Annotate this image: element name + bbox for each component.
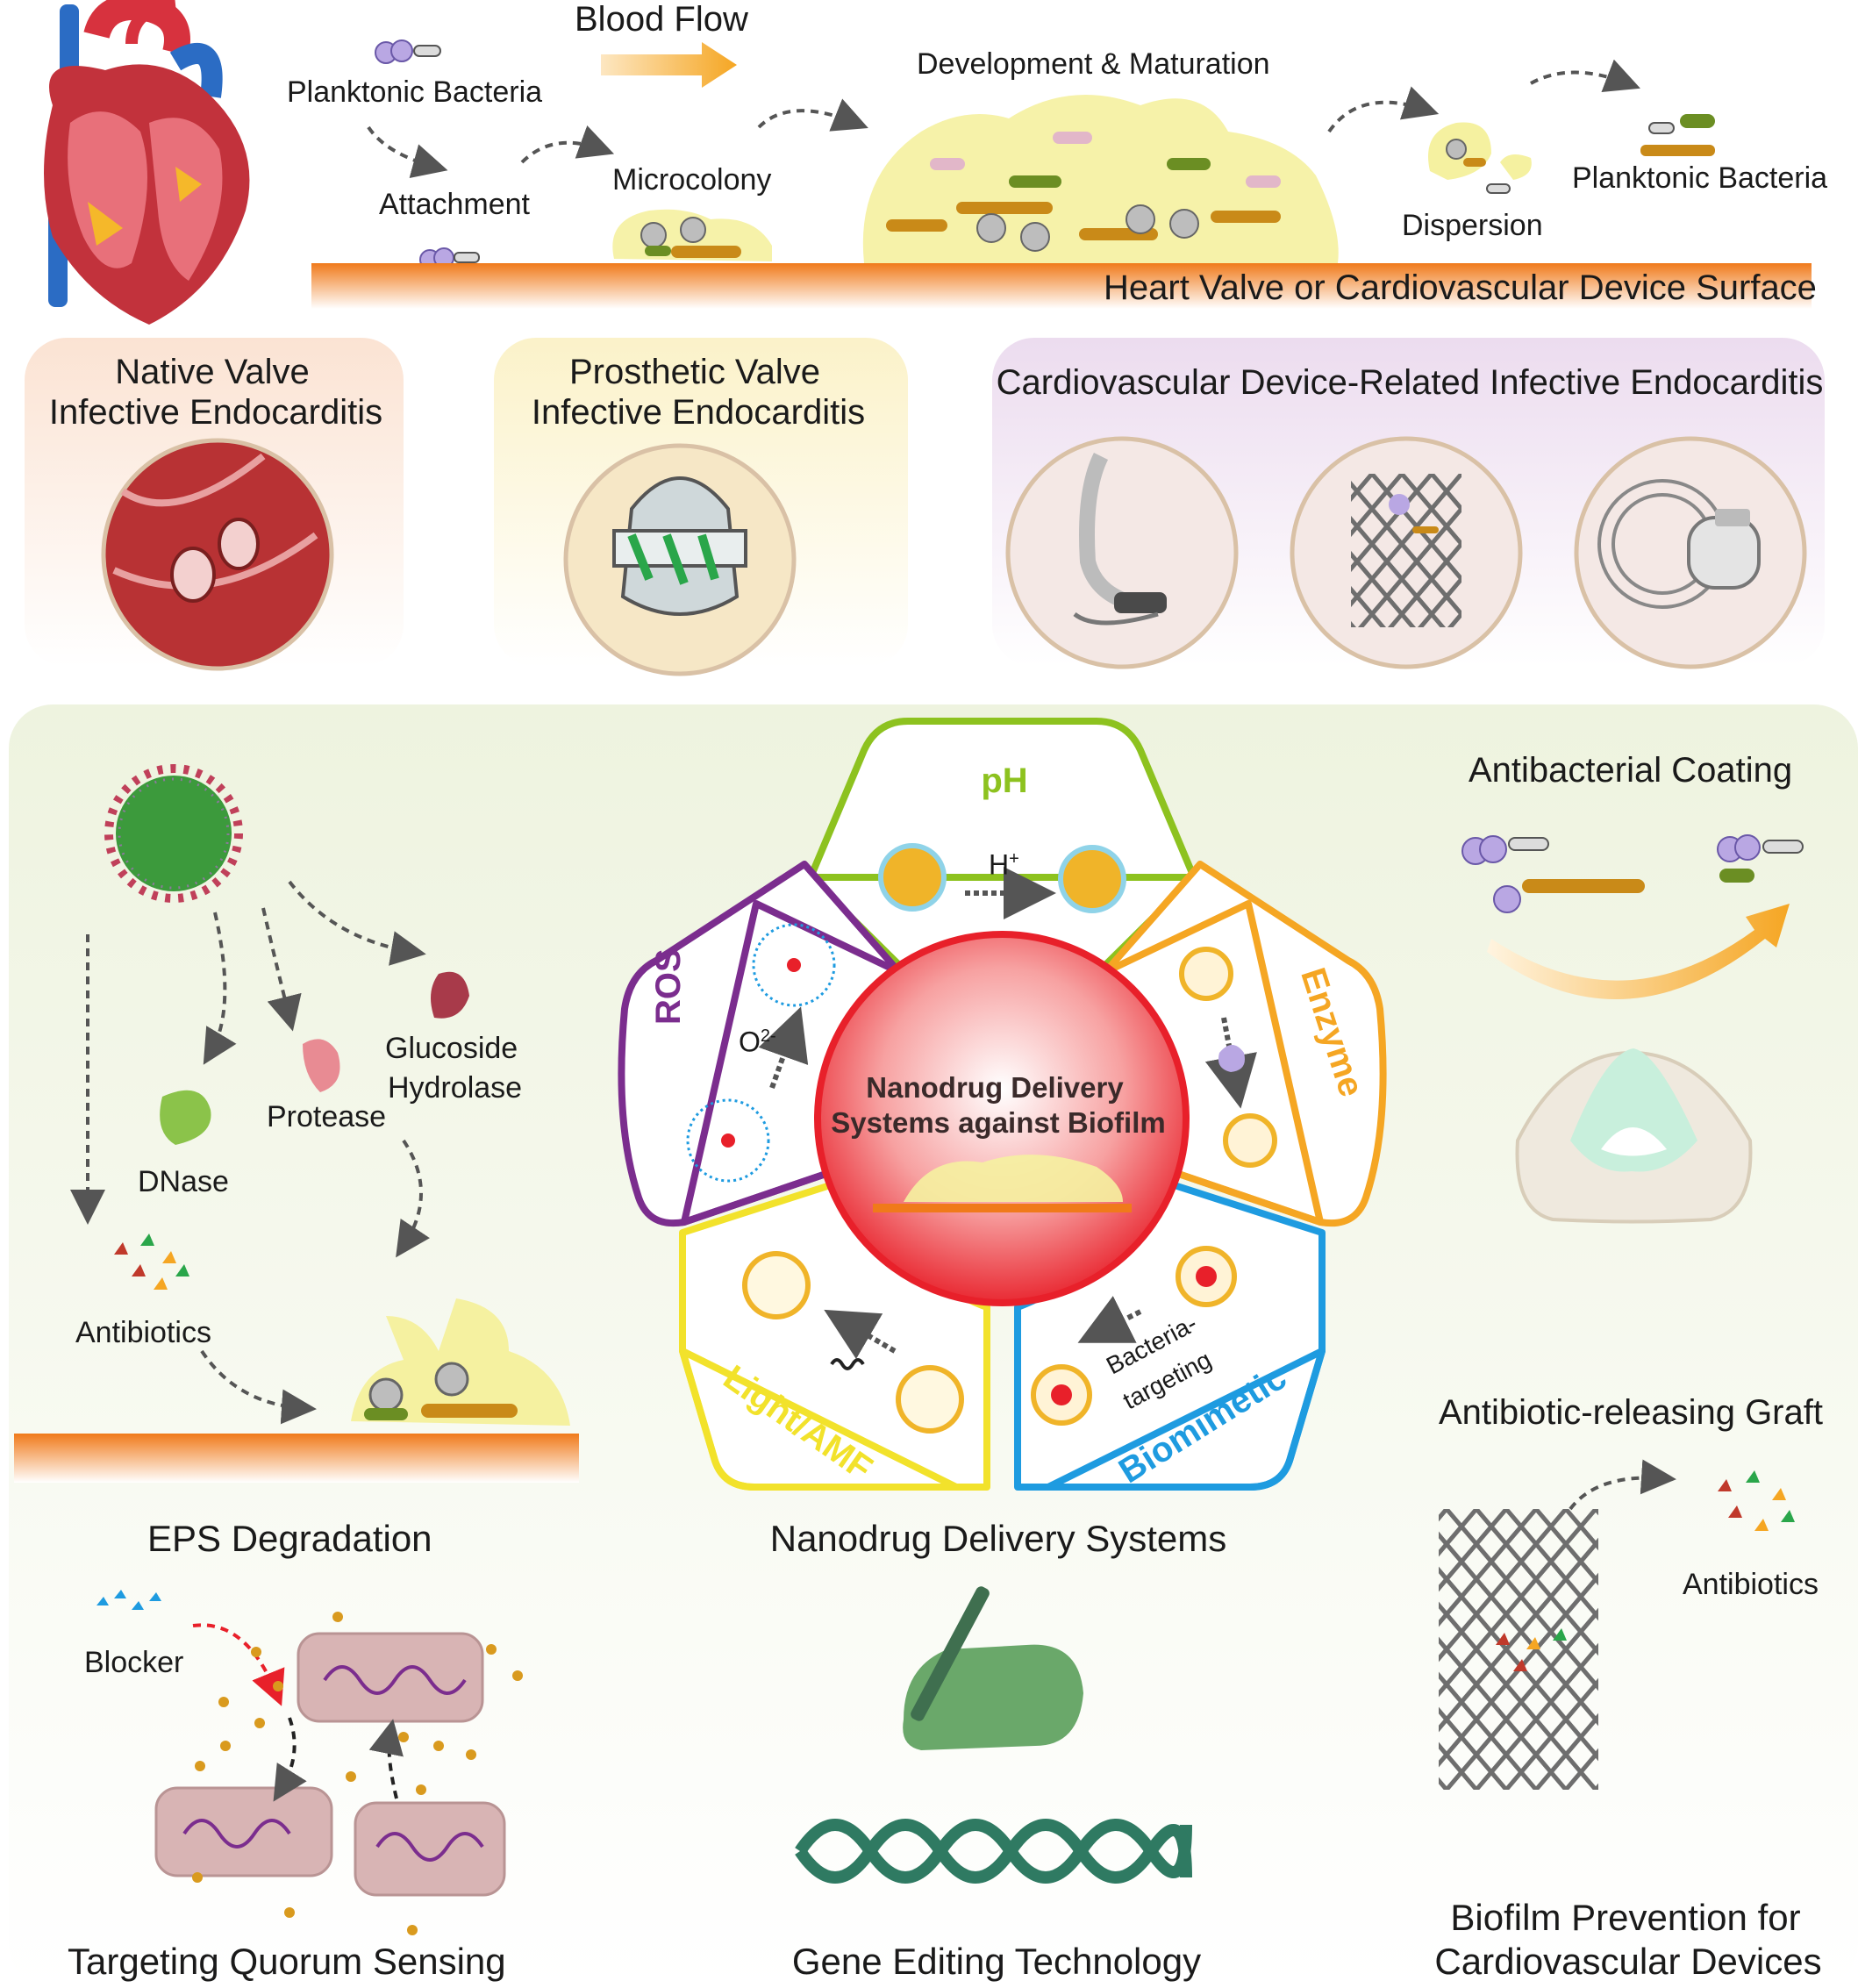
bacteria-icon (375, 39, 480, 270)
antibiotic-graft-label: Antibiotic-releasing Graft (1439, 1393, 1823, 1432)
native-valve-title-2: Infective Endocarditis (48, 393, 383, 432)
device-surface (311, 263, 1812, 309)
surface-label: Heart Valve or Cardiovascular Device Sur… (1104, 268, 1817, 307)
blocker-label: Blocker (84, 1646, 184, 1679)
pacemaker-icon (1574, 436, 1807, 669)
planktonic-bacteria-right-label: Planktonic Bacteria (1572, 161, 1828, 195)
stent-icon (1439, 1509, 1598, 1790)
prevention-title-2: Cardiovascular Devices (1434, 1941, 1822, 1982)
development-label: Development & Maturation (917, 47, 1270, 81)
bacteria-icon (1461, 834, 1804, 913)
eps-degradation-title: EPS Degradation (147, 1518, 432, 1559)
antibiotic-particles (114, 1234, 189, 1290)
prevention-title-1: Biofilm Prevention for (1450, 1897, 1801, 1938)
dnase-label: DNase (138, 1165, 229, 1198)
glucoside-label-2: Hydrolase (388, 1071, 523, 1105)
attachment-label: Attachment (379, 188, 530, 221)
center-title-1: Nanodrug Delivery (866, 1071, 1124, 1104)
planktonic-bacteria-label: Planktonic Bacteria (287, 75, 543, 109)
center-title-2: Systems against Biofilm (831, 1106, 1166, 1139)
valve-icon (1515, 1048, 1753, 1224)
signal-molecules (192, 1612, 523, 1935)
gene-editing-title: Gene Editing Technology (791, 1941, 1202, 1982)
pacemaker-icon (1005, 436, 1239, 669)
microcolony-label: Microcolony (612, 163, 772, 197)
valve-icon (101, 438, 334, 671)
dispersion-label: Dispersion (1402, 209, 1543, 242)
antibiotics-label: Antibiotics (75, 1316, 211, 1349)
o2-label: O2- (739, 1026, 776, 1058)
ros-label: ROS (649, 948, 688, 1025)
dna-icon (154, 1632, 506, 1897)
device-ie-title: Cardiovascular Device-Related Infective … (996, 363, 1824, 402)
nanodrug-pentagon (618, 718, 1387, 1491)
blocker-particles (96, 1590, 161, 1610)
stent-icon (1290, 436, 1523, 669)
nanodrug-title: Nanodrug Delivery Systems (769, 1518, 1227, 1559)
ph-label: pH (981, 762, 1028, 800)
antibiotic-particles (1496, 1470, 1795, 1671)
dna-icon (795, 1819, 1192, 1884)
hand-pen-icon (903, 1586, 1083, 1750)
quorum-sensing-title: Targeting Quorum Sensing (68, 1941, 506, 1982)
native-valve-title-1: Native Valve (115, 353, 310, 391)
glucoside-label-1: Glucoside (385, 1032, 518, 1065)
valve-icon (563, 443, 797, 676)
graft-antibiotics-label: Antibiotics (1683, 1568, 1819, 1601)
antibacterial-coating-label: Antibacterial Coating (1469, 751, 1793, 790)
blood-flow-label: Blood Flow (575, 0, 748, 39)
heart-icon (44, 0, 250, 325)
prosthetic-valve-title-1: Prosthetic Valve (568, 353, 821, 391)
coating-arrow (1487, 904, 1790, 999)
bacteria-icon (104, 764, 243, 903)
protease-label: Protease (267, 1100, 387, 1133)
h-plus-label: H+ (989, 848, 1019, 881)
prosthetic-valve-title-2: Infective Endocarditis (531, 393, 866, 432)
blood-flow-arrow (601, 42, 737, 88)
